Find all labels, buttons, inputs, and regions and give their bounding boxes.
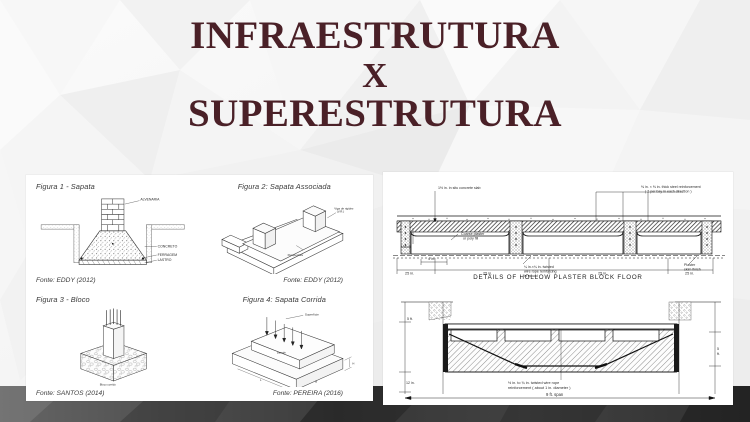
svg-text:Mould: Mould (401, 245, 411, 249)
svg-text:Coarse plaster: Coarse plaster (461, 232, 485, 236)
figure-4-drawing-sapata-corrida: Superfície parede L B H (200, 305, 374, 387)
svg-text:reinforcement ( about 1 in. di: reinforcement ( about 1 in. diameter ) (508, 386, 571, 390)
hollow-plaster-block-floor-section: 1½ in. in situ concrete slab ⅜ in. × ⅜ i… (383, 174, 733, 292)
figure-2-source: Fonte: EDDY (2012) (283, 277, 343, 284)
top-drawing-caption: DETAILS OF HOLLOW PLASTER BLOCK FLOOR (473, 274, 643, 281)
figure-1-source: Fonte: EDDY (2012) (36, 277, 96, 284)
svg-text:¼ in.×¼ in. twisted: ¼ in.×¼ in. twisted (524, 265, 554, 269)
svg-text:ft.: ft. (717, 352, 720, 356)
svg-text:½ in. to ¾ in. twisted wire ro: ½ in. to ¾ in. twisted wire rope (508, 381, 559, 385)
figure-cell-2: Figura 2: Sapata Associada (200, 175, 374, 288)
svg-text:Plaster: Plaster (684, 263, 696, 267)
right-image-panel[interactable]: 1½ in. in situ concrete slab ⅜ in. × ⅜ i… (383, 172, 733, 405)
svg-text:Bloco corrido: Bloco corrido (100, 382, 117, 386)
figure-2-title: Figura 2: Sapata Associada (237, 182, 331, 191)
svg-text:12 in.: 12 in. (406, 381, 415, 385)
svg-text:L: L (259, 378, 261, 382)
figure-1-title: Figura 1 - Sapata (36, 182, 95, 191)
svg-text:4 in.: 4 in. (428, 257, 435, 261)
figure-cell-3: Figura 3 - Bloco (26, 288, 200, 401)
svg-text:25 in.: 25 in. (483, 272, 492, 276)
svg-text:in mould: in mould (524, 274, 538, 278)
svg-text:25 in.: 25 in. (405, 272, 414, 276)
svg-text:ALVENARIA: ALVENARIA (140, 198, 160, 202)
floor-span-elevation-drawing: 5 ft. 12 in. 5 ft. (383, 294, 733, 404)
svg-text:Viga de rigidez: Viga de rigidez (334, 206, 354, 210)
figure-4-title: Figura 4: Sapata Corrida (242, 295, 326, 304)
svg-text:skim finish: skim finish (684, 268, 701, 272)
left-image-panel[interactable]: Figura 1 - Sapata (26, 175, 373, 401)
svg-text:Perspectiva: Perspectiva (287, 253, 303, 257)
figure-3-drawing-bloco: Bloco corrido (26, 305, 200, 387)
figure-cell-4: Figura 4: Sapata Corrida (200, 288, 374, 401)
svg-text:H: H (352, 362, 354, 366)
figure-1-drawing-sapata: ALVENARIA CONCRETO FERRAGEM LASTRO (26, 192, 200, 274)
svg-text:( 2 per bay in each direction: ( 2 per bay in each direction ) (645, 190, 692, 194)
svg-text:(V.R.): (V.R.) (336, 210, 343, 214)
svg-text:CONCRETO: CONCRETO (158, 244, 178, 248)
svg-text:wire rope reinforcing: wire rope reinforcing (524, 270, 557, 274)
slide-title: INFRAESTRUTURA X SUPERESTRUTURA (0, 16, 750, 134)
svg-text:5 ft.: 5 ft. (407, 317, 413, 321)
svg-text:1½ in. in situ concrete slab: 1½ in. in situ concrete slab (438, 186, 481, 190)
figure-2-drawing-sapata-associada: Viga de rigidez (V.R.) Perspectiva (200, 192, 374, 274)
svg-text:25 in.: 25 in. (685, 272, 694, 276)
figure-cell-1: Figura 1 - Sapata (26, 175, 200, 288)
svg-text:25 in.: 25 in. (598, 272, 607, 276)
svg-text:5: 5 (717, 347, 719, 351)
figure-4-source: Fonte: PEREIRA (2016) (272, 390, 343, 397)
title-line-3: SUPERESTRUTURA (187, 92, 562, 136)
svg-text:Superfície: Superfície (304, 312, 318, 316)
svg-text:B: B (315, 380, 317, 384)
title-line-2: X (362, 55, 388, 95)
title-line-1: INFRAESTRUTURA (190, 14, 560, 57)
svg-text:⅜ in. × ⅜ in. thick steel rein: ⅜ in. × ⅜ in. thick steel reinforcement (641, 185, 701, 189)
svg-text:or poly fill: or poly fill (463, 237, 478, 241)
svg-text:FERRAGEM: FERRAGEM (158, 253, 178, 257)
svg-text:parede: parede (277, 350, 286, 354)
figure-grid: Figura 1 - Sapata (26, 175, 373, 401)
svg-text:9 ft. span: 9 ft. span (546, 392, 564, 397)
figure-3-title: Figura 3 - Bloco (36, 295, 90, 304)
svg-text:LASTRO: LASTRO (158, 258, 172, 262)
figure-3-source: Fonte: SANTOS (2014) (36, 390, 105, 397)
